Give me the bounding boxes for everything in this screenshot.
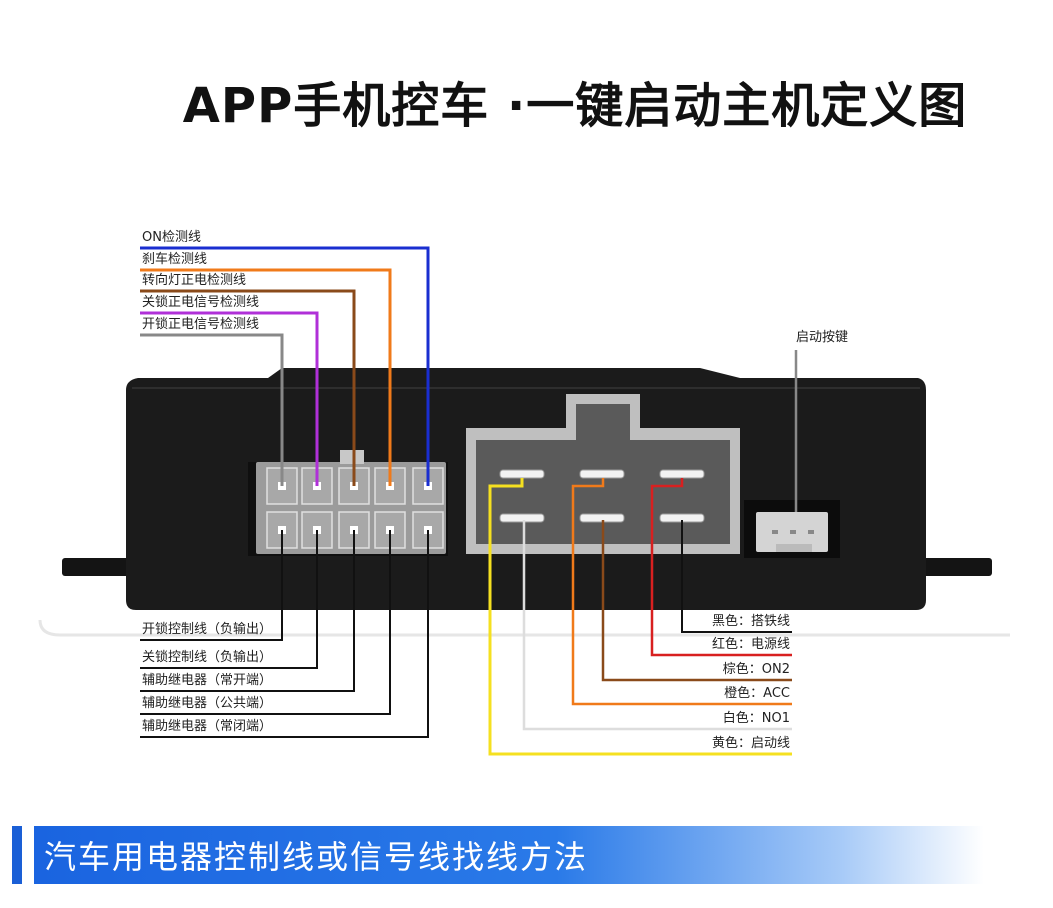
wire-relay-no — [140, 530, 355, 692]
label-unlock-signal-detect: 开锁正电信号检测线 — [142, 317, 260, 332]
wire-lock-signal-detect — [140, 311, 319, 486]
wire-unlock-control — [140, 530, 283, 641]
label-relay-nc: 辅助继电器（常闭端） — [142, 719, 273, 734]
label-on-detect: ON检测线 — [142, 230, 201, 245]
wire-acc — [571, 478, 792, 706]
label-start-wire: 黄色：启动线 — [711, 736, 790, 751]
button-pin — [790, 530, 796, 534]
wire-on2 — [601, 520, 792, 682]
wire-ground — [681, 520, 792, 633]
label-turn-signal-detect: 转向灯正电检测线 — [142, 273, 247, 288]
wire-relay-common — [140, 530, 391, 715]
label-no1: 白色：NO1 — [722, 711, 790, 726]
label-on2: 棕色：ON2 — [722, 662, 790, 677]
terminal-pin — [579, 469, 625, 479]
banner-title: 汽车用电器控制线或信号线找线方法 — [44, 838, 589, 876]
banner-background — [34, 826, 984, 884]
ten-pin-latch — [340, 450, 364, 464]
label-lock-signal-detect: 关锁正电信号检测线 — [142, 295, 260, 310]
label-relay-no: 辅助继电器（常开端） — [142, 673, 273, 688]
label-acc: 橙色：ACC — [724, 686, 790, 701]
wire-relay-nc — [140, 530, 429, 738]
button-pin — [772, 530, 778, 534]
label-unlock-control: 开锁控制线（负输出） — [142, 622, 273, 637]
wire-turn-signal-detect — [140, 289, 356, 486]
wire-no1 — [522, 520, 792, 731]
label-lock-control: 关锁控制线（负输出） — [142, 650, 273, 665]
section-banner: 汽车用电器控制线或信号线找线方法 — [12, 826, 1012, 884]
wire-on-detect — [140, 246, 430, 486]
label-ground: 黑色：搭铁线 — [711, 614, 790, 629]
label-brake-detect: 刹车检测线 — [142, 252, 208, 267]
terminal-pin — [499, 469, 545, 479]
wire-unlock-signal-detect — [140, 333, 284, 486]
page-title: APP手机控车 ·一键启动主机定义图 — [182, 78, 968, 134]
terminal-pin — [659, 469, 705, 479]
banner-accent-bar — [12, 826, 22, 884]
label-relay-common: 辅助继电器（公共端） — [142, 696, 273, 711]
main-connector-pins — [499, 469, 705, 523]
wire-brake-detect — [140, 268, 392, 486]
button-pin — [808, 530, 814, 534]
label-power: 红色：电源线 — [711, 637, 790, 652]
wire-power — [650, 478, 792, 657]
label-start-button: 启动按键 — [796, 330, 849, 345]
wire-start — [488, 478, 792, 756]
button-tab — [776, 544, 812, 552]
wire-lock-control — [140, 530, 318, 669]
terminal-pin — [499, 513, 545, 523]
floor-reflection — [38, 619, 1010, 637]
